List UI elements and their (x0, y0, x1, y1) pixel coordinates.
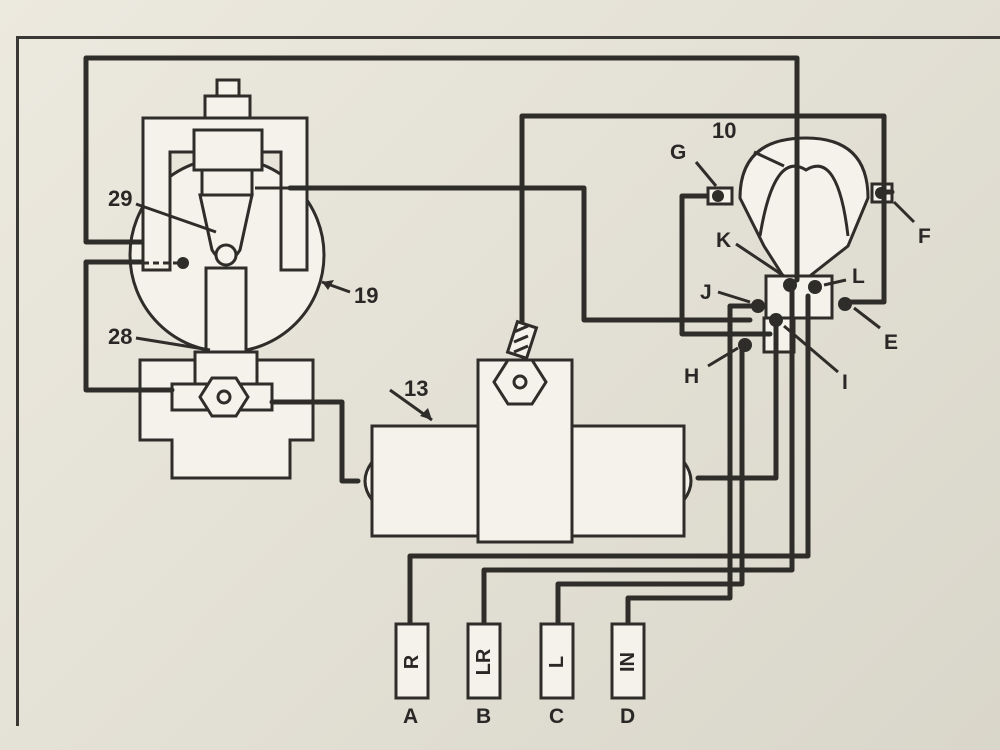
dot-f (875, 187, 887, 199)
wire-left-lower (83, 259, 175, 393)
top-cap (203, 94, 252, 120)
dot-i (769, 313, 783, 327)
wire-13-right (695, 317, 779, 481)
plug-lr-body (466, 622, 502, 700)
plug-letter-b: B (476, 705, 492, 728)
leader-28 (135, 336, 211, 352)
unit-13-left-cap (363, 457, 374, 505)
label-19: 19 (354, 283, 379, 308)
label-i: I (842, 371, 848, 394)
wire-g-loop (679, 193, 773, 337)
plunger-housing (192, 128, 264, 172)
switch-10-cam (758, 164, 850, 237)
mechanism-19-28-29 (128, 78, 326, 480)
plunger (200, 168, 254, 197)
wire-top-second (519, 113, 887, 325)
terminal-block (764, 274, 834, 320)
wire-top-loop (83, 55, 800, 283)
terminal-dots (712, 187, 887, 352)
disc-terminal (177, 257, 189, 269)
unit-13-right-cap (682, 457, 693, 505)
dot-h (738, 338, 752, 352)
plug-in-body (610, 622, 646, 700)
leader-i (783, 324, 839, 374)
top-knob (215, 78, 241, 98)
solenoid-center (512, 374, 528, 390)
label-10: 10 (712, 118, 737, 143)
leader-h (707, 346, 739, 368)
leader-j (717, 290, 751, 304)
plugs (394, 622, 646, 700)
leader-k (735, 242, 785, 278)
unit-13 (363, 319, 693, 544)
dot-l (808, 280, 822, 294)
plug-in-code: IN (617, 652, 639, 672)
plug-letter-c: C (549, 705, 565, 728)
wire-switch-13 (269, 399, 361, 484)
label-j: J (700, 281, 712, 304)
label-h: H (684, 365, 700, 388)
diagram-frame (16, 36, 1000, 726)
plug-r-code: R (401, 654, 423, 670)
wire-plug-d (625, 303, 759, 631)
label-28: 28 (108, 324, 133, 349)
wires (83, 55, 895, 631)
wire-plug-c (555, 341, 745, 631)
leader-l (823, 278, 847, 287)
lever-pivot (214, 243, 238, 267)
dot-k (783, 278, 797, 292)
dot-e (838, 297, 852, 311)
label-e: E (884, 331, 899, 354)
wire-plunger (287, 185, 753, 323)
label-g: G (670, 141, 687, 164)
leader-10 (753, 150, 785, 168)
plug-letter-a: A (403, 705, 419, 728)
switch-10-dome (738, 136, 870, 293)
leader-29 (135, 202, 217, 234)
wire-plug-b (481, 283, 795, 631)
plug-l-code: L (546, 655, 568, 669)
dot-g (712, 190, 724, 202)
rod-28 (204, 266, 248, 362)
plug-letter-d: D (620, 705, 636, 728)
plug-lr-code: LR (473, 648, 495, 676)
leader-f (892, 200, 916, 224)
leader-lines (135, 150, 916, 422)
label-l: L (852, 265, 865, 288)
label-k: K (716, 229, 732, 252)
leader-e (853, 306, 881, 330)
plug-r-body (394, 622, 430, 700)
label-f: F (918, 225, 931, 248)
label-29: 29 (108, 186, 133, 211)
solenoid-windings (513, 324, 529, 354)
wire-plug-a (407, 293, 811, 631)
dot-j (751, 299, 765, 313)
arrow-13 (420, 408, 432, 420)
label-13: 13 (404, 376, 429, 401)
arrow-19 (322, 280, 334, 290)
leader-g (694, 161, 718, 187)
plug-l-body (539, 622, 575, 700)
hex-center (216, 389, 232, 405)
